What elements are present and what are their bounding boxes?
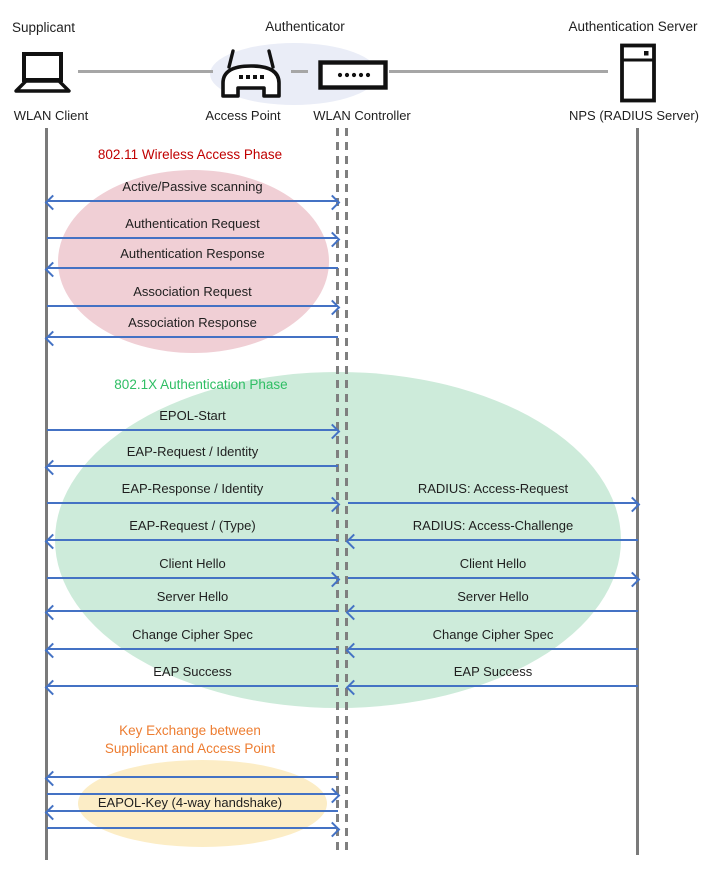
- role-label-supplicant: Supplicant: [12, 20, 76, 35]
- device-label-nps-radius-server: NPS (RADIUS Server): [568, 108, 700, 123]
- message-arrow: [44, 194, 341, 210]
- message-label: RADIUS: Access-Request: [417, 481, 569, 496]
- phase2-title: 802.1X Authentication Phase: [114, 377, 288, 392]
- message-label: EAP-Request / (Type): [129, 518, 256, 533]
- message-label: Client Hello: [459, 556, 527, 571]
- message-arrow: [347, 571, 641, 587]
- message-arrow: [345, 533, 639, 549]
- phase3-ellipse: [78, 760, 327, 847]
- access-point-icon: [221, 49, 281, 98]
- message-arrow: [44, 533, 339, 549]
- message-arrow: [46, 423, 341, 439]
- message-arrow: [345, 604, 639, 620]
- message-label: Server Hello: [156, 589, 229, 604]
- device-label-access-point: Access Point: [205, 108, 281, 123]
- message-label: Change Cipher Spec: [132, 627, 253, 642]
- lifeline-wlan-client: [45, 128, 48, 860]
- message-arrow: [44, 459, 339, 475]
- message-arrow: [44, 604, 339, 620]
- message-arrow: [46, 231, 341, 247]
- device-label-wlan-client: WLAN Client: [13, 108, 89, 123]
- message-arrow: [44, 770, 339, 786]
- message-arrow: [44, 330, 339, 346]
- message-arrow: [347, 496, 641, 512]
- message-label: EPOL-Start: [159, 408, 226, 423]
- message-label: Server Hello: [457, 589, 529, 604]
- message-label: Authentication Response: [120, 246, 265, 261]
- message-arrow: [345, 679, 639, 695]
- lifeline-radius-server: [636, 128, 639, 855]
- message-label: EAP-Response / Identity: [121, 481, 264, 496]
- message-label: EAP-Request / Identity: [126, 444, 259, 459]
- message-label: Client Hello: [159, 556, 226, 571]
- wlan-controller-icon: [318, 60, 388, 90]
- message-arrow: [44, 804, 339, 820]
- phase1-title: 802.11 Wireless Access Phase: [97, 147, 283, 162]
- message-label: EAP Success: [153, 664, 232, 679]
- message-label: Active/Passive scanning: [122, 179, 263, 194]
- message-arrow: [44, 642, 339, 658]
- laptop-icon: [14, 52, 71, 93]
- role-label-authentication-server: Authentication Server: [568, 19, 698, 34]
- device-label-wlan-controller: WLAN Controller: [313, 108, 411, 123]
- connector-line-ap-controller: [291, 70, 308, 73]
- message-arrow: [46, 787, 341, 803]
- eapol-key-bundle-label: EAPOL-Key (4-way handshake): [97, 795, 283, 810]
- message-label: Change Cipher Spec: [432, 627, 554, 642]
- message-label: Association Request: [133, 284, 252, 299]
- phase3-title-line1: Key Exchange between: [119, 723, 261, 738]
- message-arrow: [44, 679, 339, 695]
- message-label: Authentication Request: [125, 216, 260, 231]
- message-arrow: [46, 571, 341, 587]
- message-label: Association Response: [128, 315, 257, 330]
- server-icon: [620, 43, 656, 103]
- connector-line-controller-server: [389, 70, 608, 73]
- phase3-title-line2: Supplicant and Access Point: [104, 741, 276, 756]
- phase3-title: Key Exchange between Supplicant and Acce…: [60, 722, 320, 758]
- lifeline-authenticator-dashed-right: [345, 128, 348, 854]
- message-arrow: [345, 642, 639, 658]
- message-arrow: [46, 299, 341, 315]
- message-arrow: [46, 496, 341, 512]
- message-arrow: [46, 821, 341, 837]
- message-label: EAP Success: [453, 664, 533, 679]
- message-label: RADIUS: Access-Challenge: [412, 518, 574, 533]
- connector-line-client-ap: [78, 70, 213, 73]
- message-arrow: [44, 261, 339, 277]
- lifeline-authenticator-dashed-left: [336, 128, 339, 854]
- role-label-authenticator: Authenticator: [265, 19, 345, 34]
